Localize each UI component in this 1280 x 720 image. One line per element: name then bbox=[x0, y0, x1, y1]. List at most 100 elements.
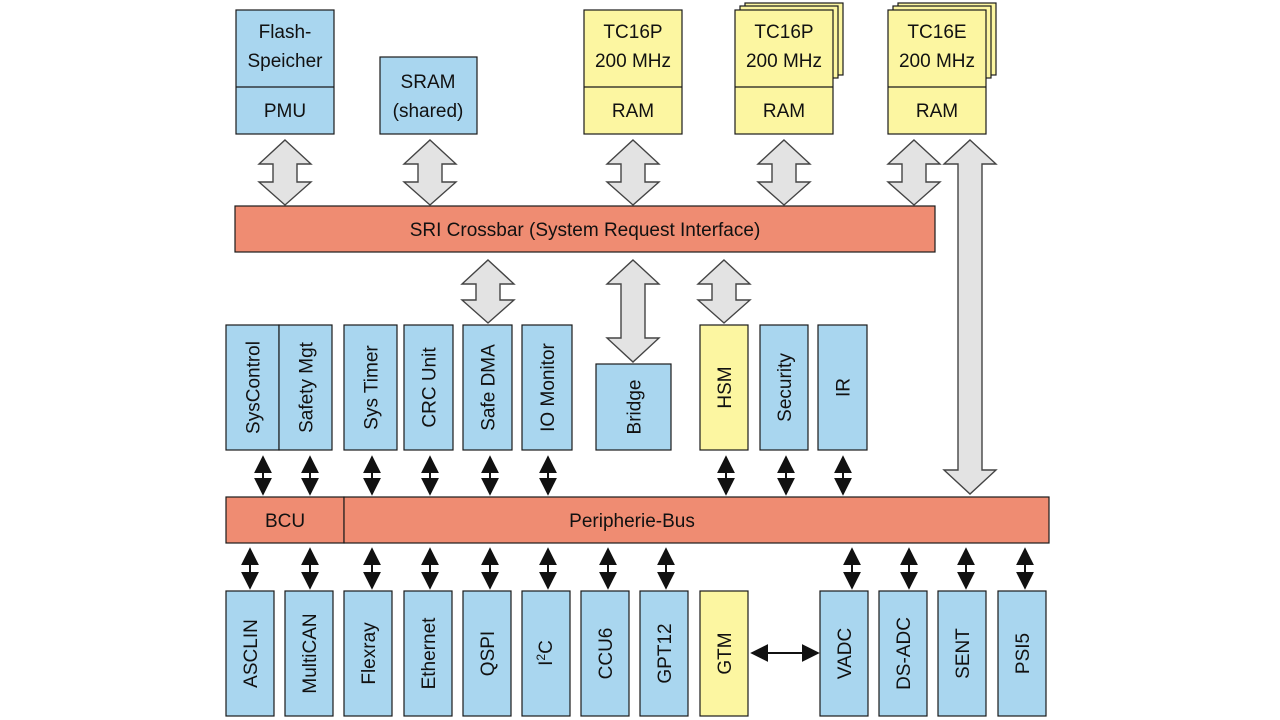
module-box bbox=[759, 324, 809, 451]
module-ds-adc-label: DS-ADC bbox=[894, 617, 915, 690]
fat-arrow-sri-hsm bbox=[696, 259, 752, 324]
module-box bbox=[521, 324, 573, 451]
module-syscontrol: SysControl bbox=[225, 324, 280, 451]
module-hsm-label: HSM bbox=[715, 366, 736, 408]
tc16e-name: TC16E bbox=[907, 22, 966, 43]
peripheral-bus-label: Peripherie-Bus bbox=[569, 511, 695, 532]
module-i2c-label: I2C bbox=[534, 640, 557, 666]
module-syscontrol-label: SysControl bbox=[244, 341, 265, 434]
module-asclin-label: ASCLIN bbox=[241, 619, 262, 688]
module-box bbox=[817, 324, 868, 451]
tc16e-ram: RAM bbox=[916, 101, 958, 122]
module-ir: IR bbox=[817, 324, 868, 451]
module-crc-unit: CRC Unit bbox=[403, 324, 454, 451]
module-sent: SENT bbox=[937, 590, 987, 717]
module-safety-mgt: Safety Mgt bbox=[278, 324, 333, 451]
module-multican: MultiCAN bbox=[284, 590, 334, 717]
module-sent-label: SENT bbox=[953, 628, 974, 679]
i2c-sup: 2 bbox=[534, 654, 548, 661]
module-box bbox=[937, 590, 987, 717]
module-box bbox=[278, 324, 333, 451]
module-qspi-label: QSPI bbox=[478, 631, 499, 676]
module-sys-timer: Sys Timer bbox=[343, 324, 398, 451]
tc16p-2-name: TC16P bbox=[754, 22, 813, 43]
module-box bbox=[997, 590, 1047, 717]
tc16p-1-ram: RAM bbox=[612, 101, 654, 122]
bcu-label: BCU bbox=[265, 511, 305, 532]
sram-block: SRAM (shared) bbox=[379, 56, 478, 135]
module-vadc: VADC bbox=[819, 590, 869, 717]
i2c-base: I bbox=[536, 661, 557, 666]
module-box bbox=[225, 590, 275, 717]
fat-arrow-sri-dma bbox=[460, 259, 516, 324]
module-bridge-label: Bridge bbox=[625, 380, 646, 435]
thin-arrows bbox=[241, 455, 1034, 590]
module-box bbox=[699, 590, 749, 717]
tc16p-2-freq: 200 MHz bbox=[746, 51, 822, 72]
module-psi5-label: PSI5 bbox=[1013, 633, 1034, 674]
sram-label-line1: SRAM bbox=[401, 72, 456, 93]
module-safe-dma-label: Safe DMA bbox=[479, 344, 500, 431]
module-ir-label: IR bbox=[834, 378, 855, 397]
module-box bbox=[343, 324, 398, 451]
module-asclin: ASCLIN bbox=[225, 590, 275, 717]
module-security: Security bbox=[759, 324, 809, 451]
module-vadc-label: VADC bbox=[835, 628, 856, 679]
module-i2c: I2C bbox=[521, 590, 571, 717]
bottom-modules: ASCLIN MultiCAN Flexray Ethernet QSPI CCU6 GPT… bbox=[225, 590, 1047, 717]
module-crc-unit-label: CRC Unit bbox=[420, 347, 441, 428]
module-box bbox=[878, 590, 928, 717]
tc16p-2-ram: RAM bbox=[763, 101, 805, 122]
module-gtm: GTM bbox=[699, 590, 749, 717]
module-qspi: QSPI bbox=[462, 590, 512, 717]
module-io-monitor-label: IO Monitor bbox=[538, 342, 559, 431]
module-ethernet-label: Ethernet bbox=[419, 617, 440, 690]
tc16e-freq: 200 MHz bbox=[899, 51, 975, 72]
module-box bbox=[699, 324, 749, 451]
fat-arrow-sri-bridge bbox=[605, 259, 661, 363]
flash-memory-block: Flash- Speicher PMU bbox=[235, 9, 335, 135]
module-box bbox=[639, 590, 689, 717]
module-gpt12: GPT12 bbox=[639, 590, 689, 717]
module-security-label: Security bbox=[775, 353, 796, 422]
tc16p-core-2: TC16P 200 MHz RAM bbox=[734, 2, 844, 135]
module-bridge: Bridge bbox=[595, 363, 672, 451]
module-gtm-label: GTM bbox=[715, 632, 736, 674]
peripheral-bus: Peripherie-Bus bbox=[343, 496, 1050, 544]
tc16p-1-name: TC16P bbox=[603, 22, 662, 43]
module-ccu6-label: CCU6 bbox=[596, 628, 617, 680]
fat-arrow-sram-sri bbox=[402, 139, 458, 206]
fat-arrow-tc16p2-sri bbox=[756, 139, 812, 206]
module-box bbox=[462, 324, 513, 451]
fat-arrow-tc16e-sri bbox=[886, 139, 942, 206]
module-io-monitor: IO Monitor bbox=[521, 324, 573, 451]
module-box bbox=[403, 590, 453, 717]
module-gpt12-label: GPT12 bbox=[655, 623, 676, 683]
module-box bbox=[580, 590, 630, 717]
module-box bbox=[595, 363, 672, 451]
module-ccu6: CCU6 bbox=[580, 590, 630, 717]
module-hsm: HSM bbox=[699, 324, 749, 451]
sri-crossbar-bus: SRI Crossbar (System Request Interface) bbox=[234, 205, 936, 253]
module-flexray: Flexray bbox=[343, 590, 393, 717]
module-safety-mgt-label: Safety Mgt bbox=[297, 341, 318, 433]
middle-modules: SysControl Safety Mgt Sys Timer CRC Unit Saf… bbox=[225, 324, 868, 451]
module-sys-timer-label: Sys Timer bbox=[362, 345, 383, 430]
module-box bbox=[284, 590, 334, 717]
module-box bbox=[403, 324, 454, 451]
pmu-label: PMU bbox=[264, 101, 306, 122]
sram-label-line2: (shared) bbox=[393, 101, 464, 122]
module-box bbox=[819, 590, 869, 717]
fat-arrow-tc16e-peripheral-bus bbox=[942, 139, 998, 495]
tc16e-core: TC16E 200 MHz RAM bbox=[887, 2, 997, 135]
tc16p-1-freq: 200 MHz bbox=[595, 51, 671, 72]
sri-crossbar-label: SRI Crossbar (System Request Interface) bbox=[410, 220, 761, 241]
module-box bbox=[343, 590, 393, 717]
tc16p-core-1: TC16P 200 MHz RAM bbox=[583, 9, 683, 135]
module-safe-dma: Safe DMA bbox=[462, 324, 513, 451]
module-box bbox=[462, 590, 512, 717]
fat-arrow-flash-sri bbox=[257, 139, 313, 206]
module-flexray-label: Flexray bbox=[359, 622, 380, 685]
module-ethernet: Ethernet bbox=[403, 590, 453, 717]
